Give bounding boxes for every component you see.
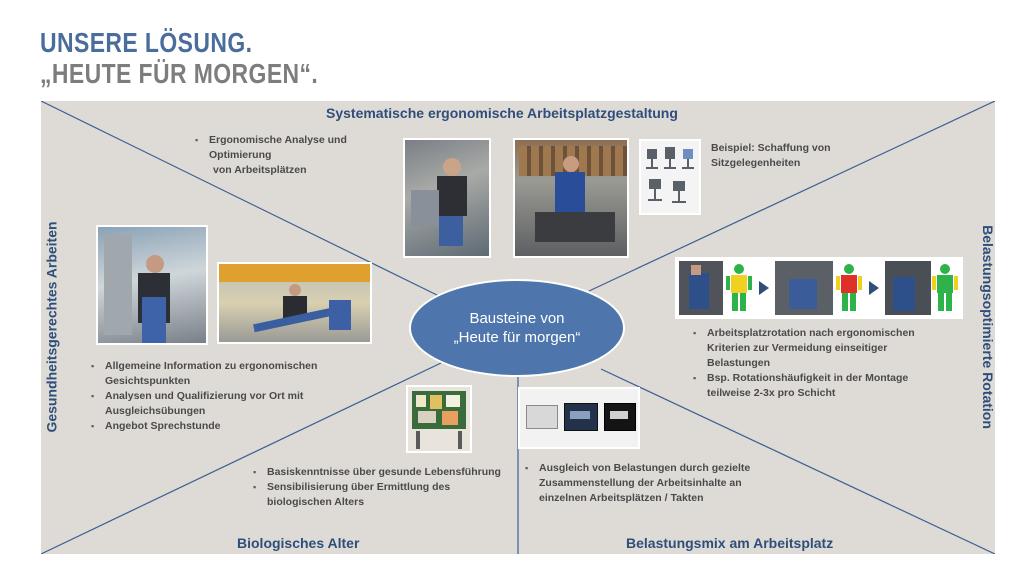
list-item: Analysen und Qualifizierung vor Ort mit …	[91, 389, 317, 419]
left-bullet-list: Allgemeine Information zu ergonomischen …	[91, 359, 317, 434]
list-item: Allgemeine Information zu ergonomischen …	[91, 359, 317, 389]
center-line-1: Bausteine von	[469, 310, 565, 327]
bottom-left-bullet-list: Basiskenntnisse über gesunde Lebensführu…	[253, 465, 501, 510]
exercise-photo	[217, 262, 372, 344]
body-figure-3	[932, 264, 958, 311]
line-top-right	[588, 101, 995, 292]
worker-workstation-photo	[96, 225, 208, 345]
list-item: Ergonomische Analyse und Optimierung von…	[195, 133, 347, 178]
heading-top: Systematische ergonomische Arbeitsplatzg…	[326, 105, 678, 121]
worker-assembly-photo	[513, 138, 629, 258]
info-board-photo	[406, 385, 472, 453]
line-bottom-left	[41, 362, 442, 554]
list-item: Ausgleich von Belastungen durch gezielte…	[525, 461, 750, 506]
right-bullet-list: Arbeitsplatzrotation nach ergonomischen …	[693, 326, 915, 401]
concept-panel: Systematische ergonomische Arbeitsplatzg…	[41, 101, 995, 554]
body-figure-2	[836, 264, 862, 311]
center-line-2: „Heute für morgen“	[453, 329, 581, 346]
bottom-right-bullet-list: Ausgleich von Belastungen durch gezielte…	[525, 461, 750, 506]
rotation-photo-strip	[675, 257, 963, 319]
tools-photo	[518, 387, 640, 449]
list-item: Arbeitsplatzrotation nach ergonomischen …	[693, 326, 915, 371]
center-ellipse: Bausteine von „Heute für morgen“	[409, 279, 625, 377]
top-bullet-list: Ergonomische Analyse und Optimierung von…	[195, 133, 347, 178]
heading-bottom-left: Biologisches Alter	[237, 535, 360, 551]
diagonal-lines	[41, 101, 995, 554]
heading-left: Gesundheitsgerechtes Arbeiten	[43, 221, 60, 433]
heading-right: Belastungsoptimierte Rotation	[979, 225, 995, 429]
example-text: Beispiel: Schaffung von Sitzgelegenheite…	[711, 142, 831, 169]
line-bottom-right	[600, 368, 995, 554]
body-figure-1	[726, 264, 752, 311]
list-item: Basiskenntnisse über gesunde Lebensführu…	[253, 465, 501, 480]
title-line-1: UNSERE LÖSUNG.	[40, 27, 253, 58]
list-item: Bsp. Rotationshäufigkeit in der Montage …	[693, 371, 915, 401]
chairs-photo	[639, 139, 701, 215]
heading-bottom-right: Belastungsmix am Arbeitsplatz	[626, 535, 834, 551]
worker-seated-photo	[403, 138, 491, 258]
list-item: Sensibilisierung über Ermittlung des bio…	[253, 480, 501, 510]
line-top-left	[41, 101, 442, 298]
list-item: Angebot Sprechstunde	[91, 419, 317, 434]
title-line-2: „HEUTE FÜR MORGEN“.	[40, 58, 319, 89]
